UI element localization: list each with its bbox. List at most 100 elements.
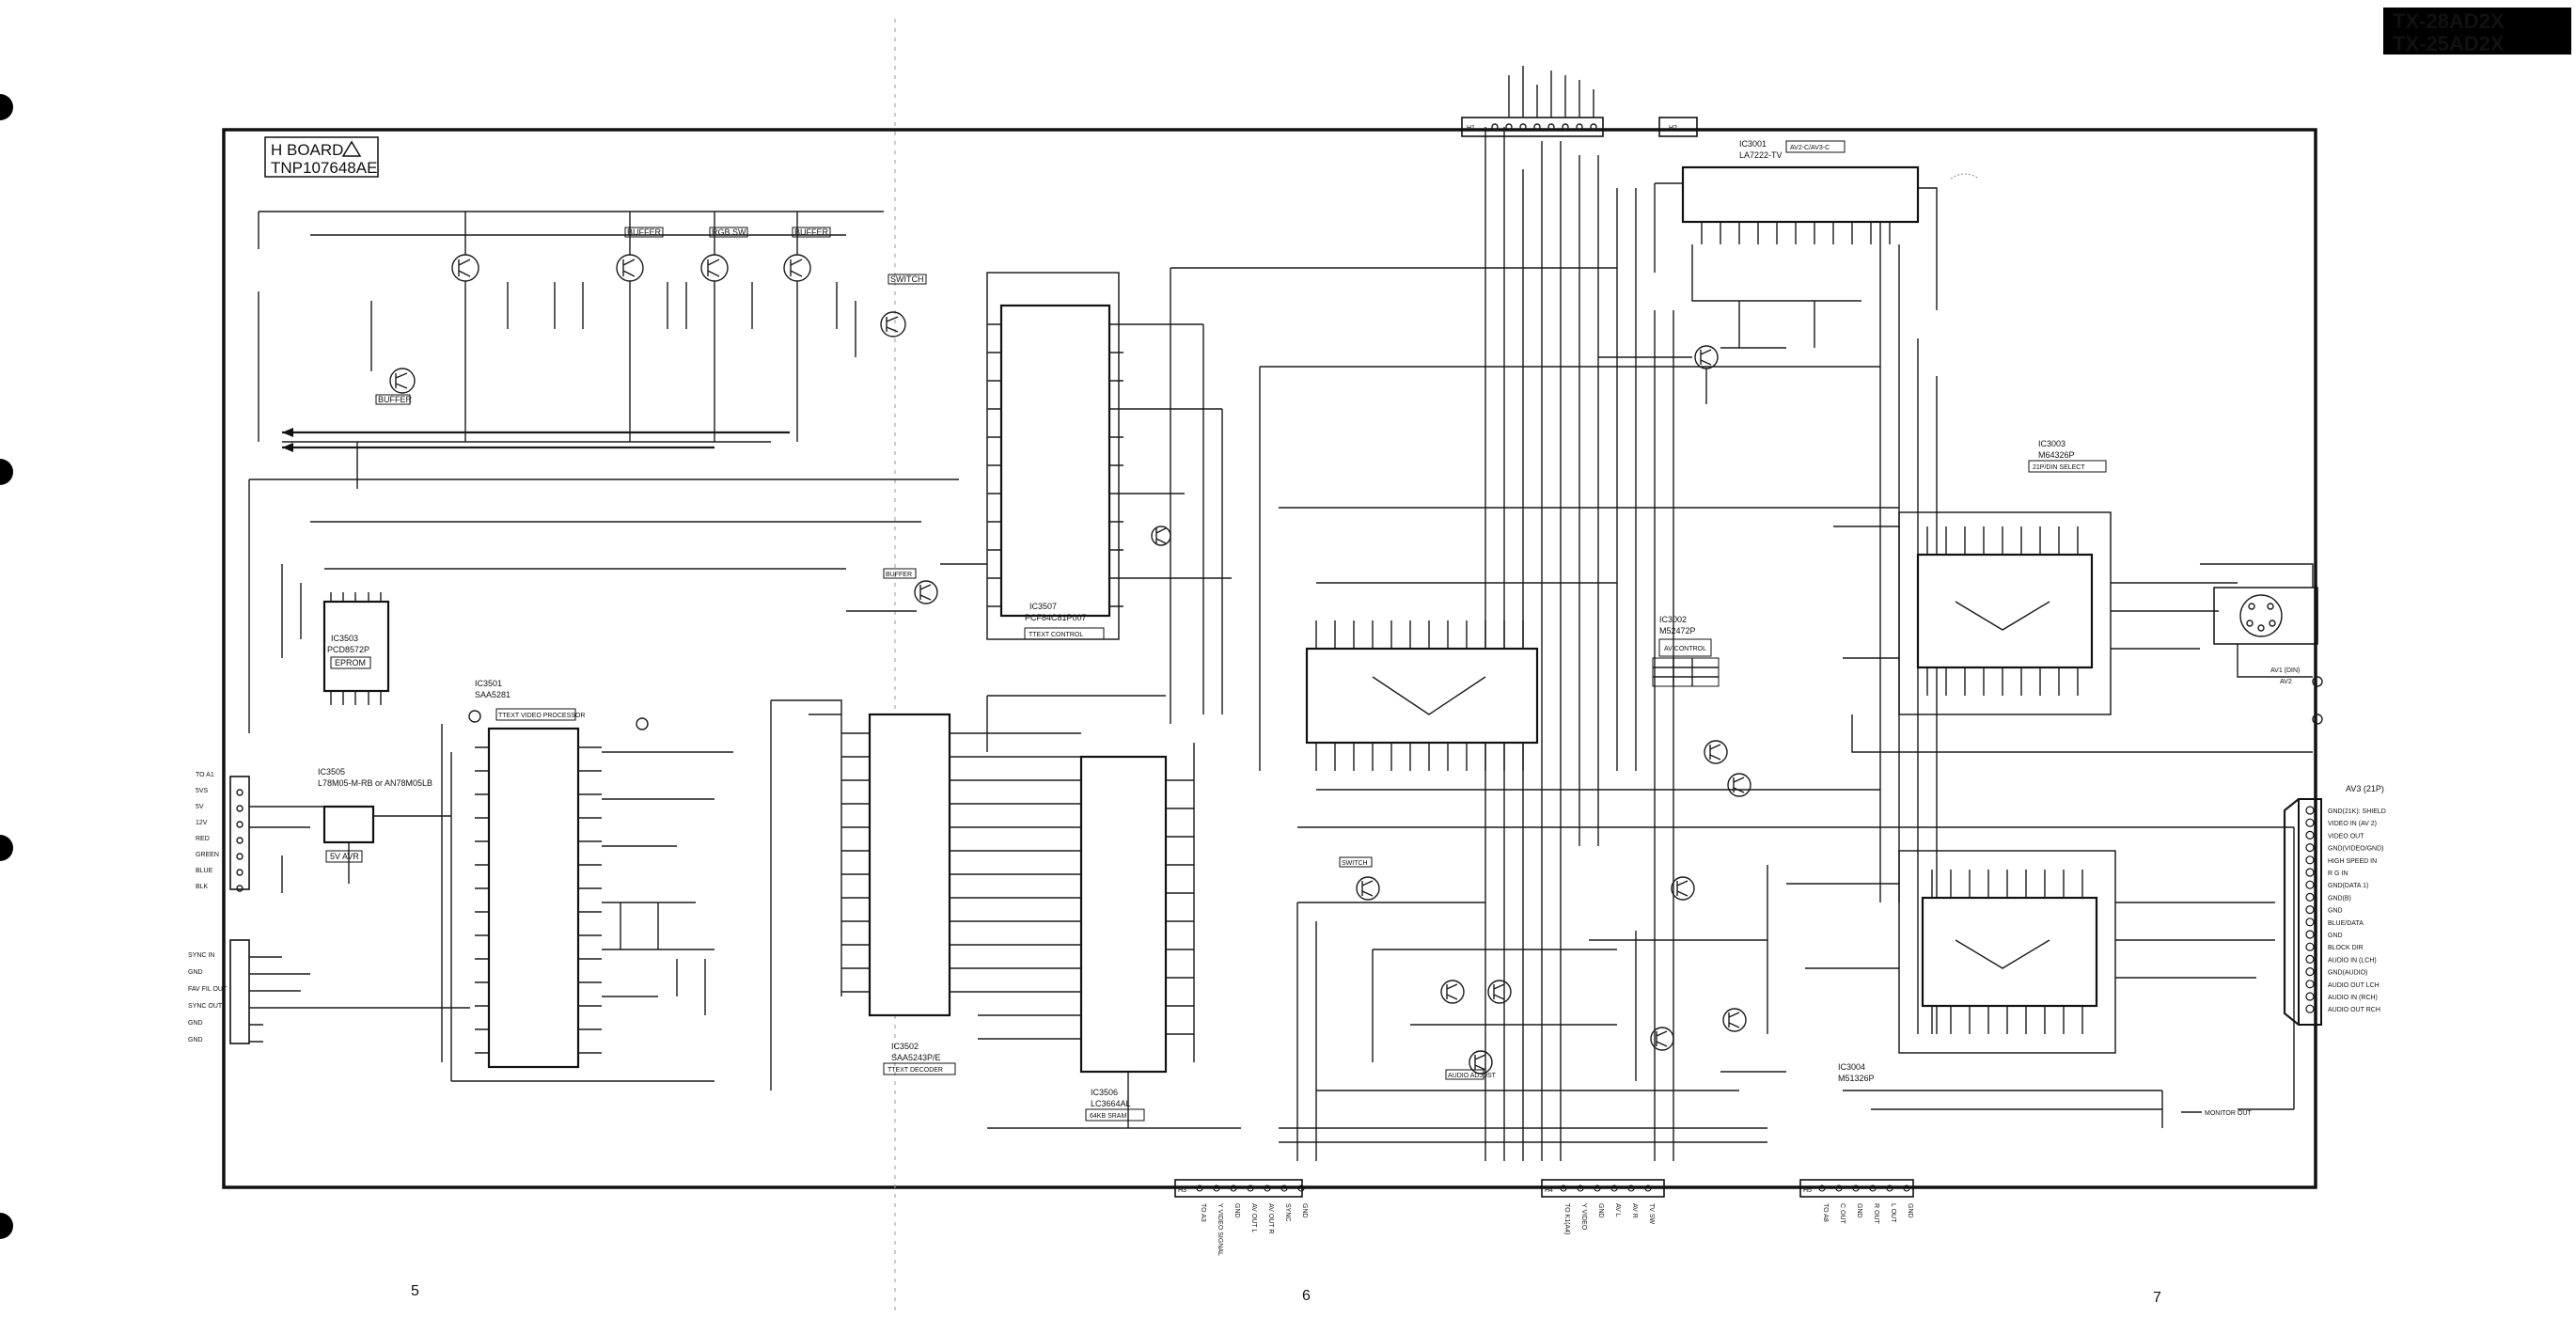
model-line-1: TX-28AD2X	[2393, 9, 2505, 33]
ic3503-function: EPROM	[335, 658, 366, 667]
caution-triangle-icon	[341, 140, 362, 157]
ic3505-part: L78M05-M-RB or AN78M05LB	[318, 778, 432, 788]
bottom-connector-pin	[1297, 1185, 1305, 1192]
bottom-connector-pin	[1213, 1185, 1220, 1192]
bottom-connector-pin-label: SYNC	[1284, 1203, 1291, 1221]
bottom-connector-pin	[1560, 1185, 1567, 1192]
ic3502-function: TTEXT DECODER	[887, 1067, 943, 1074]
ic3501-ref: IC3501	[475, 679, 502, 688]
scart-pin-label: VIDEO OUT	[2328, 833, 2364, 839]
a14-pin-4: SYNC OUT	[188, 1003, 223, 1010]
ic3004-switch: IC3004 M51326P	[1786, 850, 2275, 1083]
a14-pin-6: GND	[188, 1037, 203, 1043]
transistor-label-buffer-1: BUFFER	[627, 228, 662, 237]
bottom-connector-pin-label: GND	[1233, 1203, 1240, 1218]
ic3502-ref: IC3502	[891, 1042, 919, 1051]
ic3505-ref: IC3505	[318, 767, 345, 777]
ic3506-ref: IC3506	[1091, 1088, 1118, 1097]
ic3003-select: IC3003 M64326P 21P/DIN SELECT	[1833, 439, 2313, 753]
ic3506-sram: IC3506 LC3664AL 64KB SRAM	[978, 695, 1241, 1129]
ic3001-part: LA7222-TV	[1739, 150, 1783, 160]
scart-pin-label: GND	[2328, 908, 2343, 915]
bottom-connector-pin-label: GND	[1301, 1203, 1308, 1218]
transistor-label-buffer-2: BUFFER	[794, 228, 829, 237]
scart-pin-label: GND	[2328, 933, 2343, 939]
top-connector-ref-2: H2	[1669, 125, 1677, 132]
bottom-connector-pin-label: TV SW	[1648, 1203, 1655, 1225]
ic3002-function: AV CONTROL	[1664, 646, 1706, 652]
scart-pin	[2305, 966, 2315, 977]
ic3001-function: AV2-C/AV3-C	[1790, 145, 1830, 151]
scart-pin	[2305, 904, 2315, 915]
a13-pin-3: 5V	[196, 804, 204, 810]
board-part-number: TNP107648AE	[271, 159, 377, 177]
scart-pin-label: AUDIO IN (RCH)	[2328, 995, 2378, 1001]
ic3003-function: 21P/DIN SELECT	[2033, 464, 2085, 471]
bottom-connector-pin-label: GND	[1856, 1203, 1862, 1218]
ic3004-part: M51326P	[1838, 1074, 1875, 1083]
scart-pin	[2305, 942, 2315, 951]
ic3507-ref: IC3507	[1029, 602, 1057, 611]
ic3506-part: LC3664AL	[1091, 1099, 1131, 1108]
a13-pin-8: BLK	[196, 884, 209, 890]
bottom-connector-pin	[1247, 1185, 1254, 1192]
bottom-connector-pin-label: TO A3	[1200, 1203, 1206, 1222]
a13-pin-5: RED	[196, 836, 210, 842]
ic3507-function: TTEXT CONTROL	[1029, 632, 1083, 638]
transistor-label-buffer-5: AUDIO ADJUST	[1448, 1073, 1497, 1079]
transistor-label-buffer-4: BUFFER	[886, 572, 912, 578]
scart-pin	[2305, 868, 2315, 877]
bottom-connector-pin	[1610, 1185, 1618, 1192]
ic3003-part: M64326P	[2038, 450, 2075, 460]
scart-pin	[2305, 855, 2315, 865]
connector-a13: TO A1 5VS 5V 12V RED GREEN BLUE BLK	[196, 772, 250, 892]
transistor-label-switch: SWITCH	[890, 275, 924, 284]
bottom-connector-2-ref: H4	[1545, 1187, 1553, 1194]
ic3506-function: 64KB SRAM	[1090, 1113, 1126, 1120]
ic3001-ref: IC3001	[1739, 139, 1767, 149]
scart-pin-label: AUDIO OUT LCH	[2328, 982, 2380, 989]
din-label: AV1 (DIN)	[2270, 667, 2300, 674]
bottom-connector-pin-label: L OUT	[1890, 1203, 1896, 1223]
bottom-connector-pin	[1886, 1185, 1893, 1192]
bottom-connector-pin	[1644, 1185, 1652, 1192]
scart-pin	[2305, 1004, 2315, 1013]
bottom-connector-pin-label: C OUT	[1839, 1203, 1846, 1225]
bottom-connector-pin	[1818, 1185, 1826, 1192]
scart-pin	[2305, 842, 2315, 853]
ic3502-decoder: IC3502 SAA5243P/E TTEXT DECODER	[770, 699, 978, 1090]
av2-label: AV2	[2280, 679, 2292, 685]
scart-pin-label: GND(DATA 1)	[2328, 883, 2368, 889]
a14-pin-1: SYNC IN	[188, 952, 214, 959]
model-line-2: TX-25AD2X	[2393, 32, 2505, 55]
scart-title: AV3 (21P)	[2346, 784, 2384, 793]
scart-pin-label: GND(AUDIO)	[2328, 970, 2367, 977]
transistor-label-rgb-sw: RGB SW	[712, 228, 746, 237]
a14-pin-2: GND	[188, 969, 203, 976]
top-connector-ref: H1	[1467, 125, 1475, 132]
ic3002-ref: IC3002	[1659, 615, 1687, 624]
board-title-block: H BOARD TNP107648AE	[264, 136, 379, 178]
scart-pin-label: BLOCK DIR	[2328, 945, 2364, 951]
column-number-7: 7	[2153, 1290, 2161, 1306]
a13-pin-1: TO A1	[196, 772, 214, 778]
ic3004-ref: IC3004	[1838, 1062, 1865, 1072]
connector-a14: SYNC IN GND FAV FIL OUT SYNC OUT GND GND	[188, 939, 470, 1044]
bottom-connector-pin-label: GND	[1597, 1203, 1604, 1218]
bottom-connector-pin-label: Y VIDEO SIGNAL	[1217, 1203, 1223, 1256]
scart-pin-label: R G IN	[2328, 871, 2348, 877]
scart-pin-label: AUDIO OUT RCH	[2328, 1007, 2380, 1013]
ic3002-av-control: IC3002 M52472P AV CONTROL SWITCH	[1305, 615, 1751, 901]
a14-pin-3: FAV FIL OUT	[188, 986, 228, 993]
binding-marks	[0, 94, 13, 1239]
ic3505-regulator: IC3505 L78M05-M-RB or AN78M05LB 5V AVR	[249, 767, 451, 893]
bottom-connector-pin	[1264, 1185, 1271, 1192]
ic3501-part: SAA5281	[475, 690, 510, 699]
a13-pin-6: GREEN	[196, 852, 219, 858]
bottom-connector-pin	[1627, 1185, 1635, 1192]
scart-pin-label: GND(21K): SHIELD	[2328, 808, 2386, 815]
ic3003-ref: IC3003	[2038, 439, 2066, 448]
a14-pin-5: GND	[188, 1020, 203, 1027]
